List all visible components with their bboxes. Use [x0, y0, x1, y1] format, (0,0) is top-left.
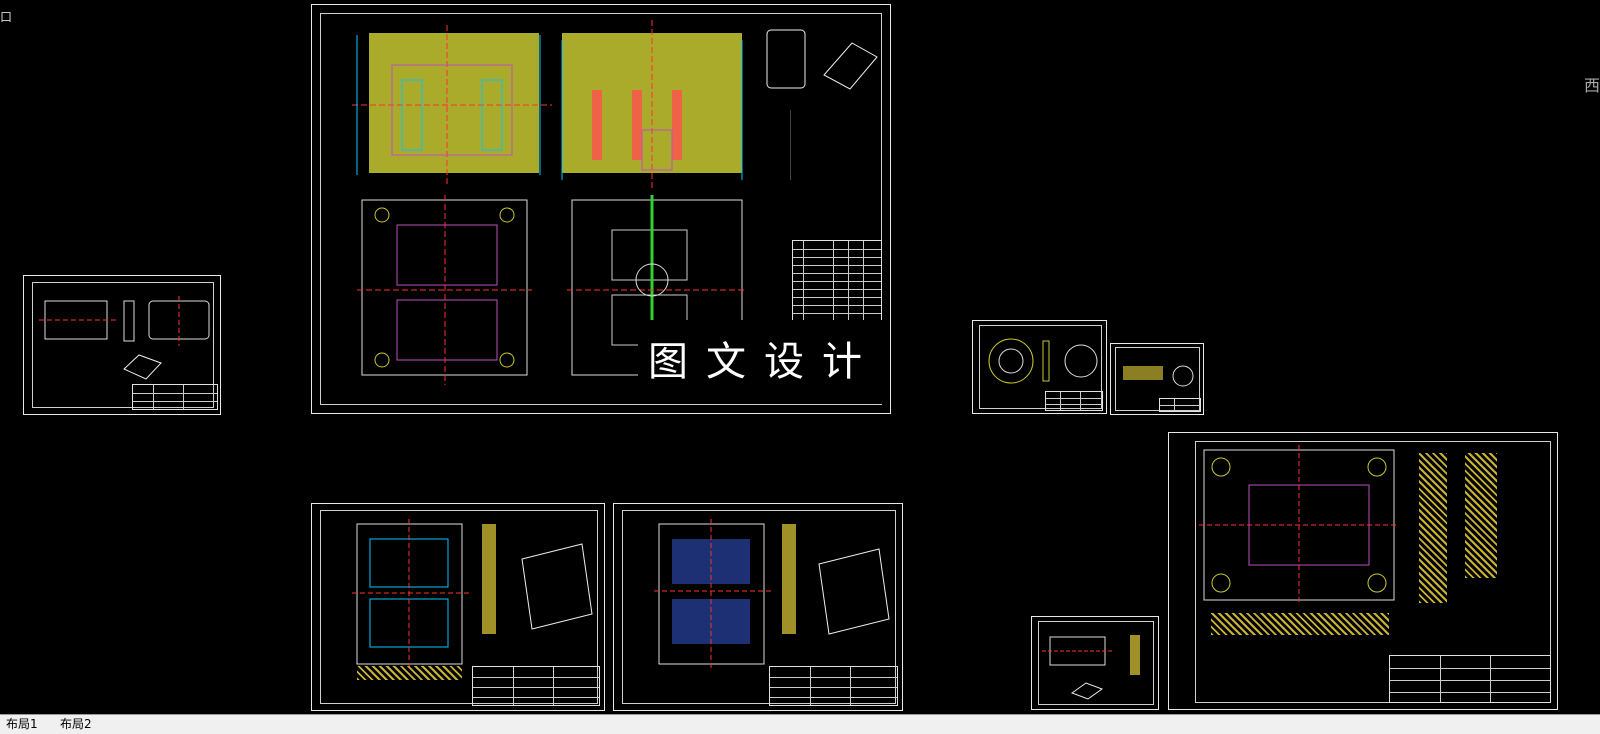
core-plate-views — [654, 519, 890, 669]
ring-part-sheet[interactable] — [972, 320, 1107, 414]
assembly-section-lines-1 — [352, 25, 552, 185]
side-section-2 — [1465, 453, 1497, 578]
title-block — [132, 384, 218, 410]
corner-glyph-left: 口 — [0, 10, 13, 24]
mold-base-plan-view — [1199, 445, 1399, 605]
slide-part-sheet[interactable] — [1031, 616, 1159, 710]
core-plate-sheet[interactable] — [613, 503, 903, 711]
section-hatch — [357, 666, 462, 680]
small-part-sheet[interactable] — [1110, 343, 1204, 415]
title-block — [1389, 655, 1551, 703]
part-drawing-sheet-left[interactable] — [23, 275, 221, 415]
tab-layout-2[interactable]: 布局2 — [60, 717, 92, 731]
corner-glyph-right: 西 — [1583, 76, 1600, 95]
slide-part-views — [1042, 635, 1140, 700]
product-iso-view — [766, 29, 878, 90]
side-section-1 — [1419, 453, 1447, 603]
ring-views — [988, 338, 1098, 384]
title-block — [1045, 391, 1103, 411]
small-part-views — [1123, 365, 1194, 387]
tab-layout-1[interactable]: 布局1 — [6, 717, 38, 731]
mold-base-plate-sheet[interactable] — [1168, 432, 1558, 710]
part-views — [39, 296, 210, 380]
assembly-section-view-1 — [369, 33, 539, 173]
plan-view-left — [357, 195, 532, 385]
bottom-section — [1211, 613, 1389, 635]
title-block — [769, 666, 898, 706]
title-block — [1159, 398, 1201, 412]
title-block — [472, 666, 600, 706]
layout-tab-bar: 布局1 布局2 — [0, 714, 1600, 734]
assembly-section-lines-2 — [561, 20, 743, 190]
bill-of-materials — [792, 240, 882, 322]
cavity-plate-sheet[interactable] — [311, 503, 605, 711]
watermark-title: 图文设计 — [638, 320, 890, 404]
technical-notes — [790, 110, 871, 180]
cavity-plate-views — [352, 519, 593, 669]
